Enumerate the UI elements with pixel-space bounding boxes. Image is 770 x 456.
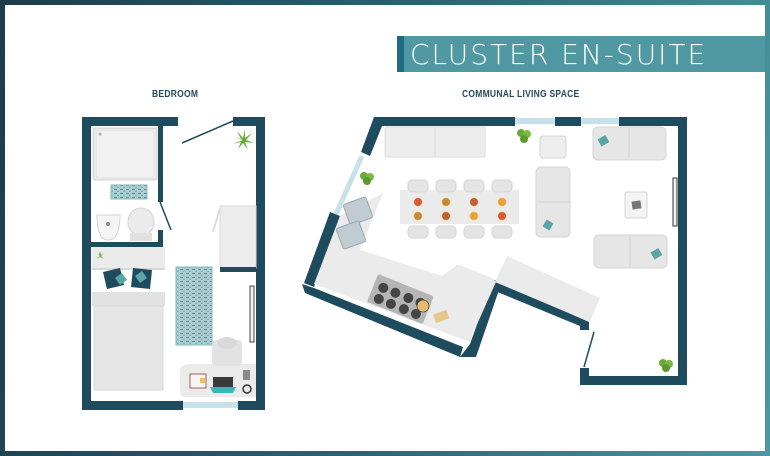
remote-icon — [631, 200, 642, 210]
plate-icon — [469, 197, 479, 207]
bedroom-wall-right — [256, 117, 265, 410]
plate-icon — [497, 197, 507, 207]
bedroom-plan — [82, 117, 265, 410]
tv — [672, 177, 678, 227]
plant-icon — [360, 172, 374, 185]
title-accent-bar — [397, 36, 404, 72]
communal-door[interactable] — [583, 331, 595, 368]
dining-chair[interactable] — [463, 225, 485, 239]
title-banner — [397, 36, 765, 72]
dining-chair[interactable] — [435, 225, 457, 239]
communal-label: COMMUNAL LIVING SPACE — [462, 89, 580, 100]
page-title: CLUSTER EN-SUITE — [410, 38, 708, 71]
bed-fold — [92, 292, 165, 306]
dining-chair[interactable] — [407, 179, 429, 193]
living-area — [360, 126, 678, 372]
dining-chair[interactable] — [463, 179, 485, 193]
bathroom-wall — [158, 126, 163, 202]
plate-icon — [497, 211, 507, 221]
bedroom-wall-bottom-right — [238, 401, 265, 410]
wardrobe-wall — [220, 267, 256, 272]
plant-icon — [96, 251, 104, 259]
bathroom-door[interactable] — [159, 201, 172, 231]
cushion — [597, 135, 610, 147]
plate-icon — [413, 211, 423, 221]
plate-icon — [469, 211, 479, 221]
communal-wall-top-right — [619, 117, 687, 126]
communal-plan — [302, 117, 687, 385]
laptop-icon[interactable] — [210, 387, 236, 393]
plate-icon — [413, 197, 423, 207]
chair-back — [217, 337, 237, 349]
laptop-screen-icon — [213, 377, 233, 387]
toilet — [127, 207, 155, 237]
notebook-icon — [189, 373, 207, 389]
sink-icon — [336, 220, 366, 250]
bedroom-wall-left — [82, 117, 91, 410]
cushion — [542, 219, 554, 231]
communal-window-left — [333, 154, 365, 216]
shower-base — [97, 131, 153, 177]
bathroom-wall-lower — [158, 230, 163, 246]
communal-wall-top-mid — [555, 117, 581, 126]
dining-chair[interactable] — [407, 225, 429, 239]
communal-wall-top-left — [361, 117, 515, 156]
dining-chair[interactable] — [435, 179, 457, 193]
dining-set — [407, 179, 513, 239]
plate-icon — [441, 197, 451, 207]
toilet-cistern — [130, 233, 152, 241]
sideboard — [495, 256, 600, 322]
worktop-fill — [320, 193, 496, 340]
sticky-note-icon — [200, 378, 205, 383]
washbasin — [96, 214, 121, 241]
bathroom-wall-bottom — [91, 242, 163, 247]
cushion — [115, 273, 127, 285]
plant-icon — [659, 359, 673, 372]
armchair[interactable] — [539, 135, 567, 159]
bedroom-label: BEDROOM — [152, 89, 199, 100]
cushion — [135, 271, 147, 283]
bedroom-wall-top — [82, 117, 178, 126]
bedroom-window — [183, 402, 238, 408]
plate-icon — [441, 211, 451, 221]
headboard-edge — [92, 268, 165, 270]
tap-icon — [106, 222, 110, 226]
lamp-icon — [242, 384, 252, 394]
plant-icon — [517, 129, 531, 143]
communal-window — [581, 118, 619, 124]
shower-drain-icon — [98, 132, 102, 136]
dining-chair[interactable] — [491, 179, 513, 193]
wardrobe — [219, 205, 257, 269]
pillow — [103, 268, 124, 289]
dining-chair[interactable] — [491, 225, 513, 239]
bedroom-wall-bottom-left — [82, 401, 183, 410]
radiator — [249, 285, 255, 343]
communal-wall-jog — [460, 283, 500, 357]
entrance-door[interactable] — [181, 120, 234, 144]
communal-wall-inner — [492, 279, 589, 330]
communal-wall-bottom-left — [302, 284, 463, 357]
wardrobe-door[interactable] — [212, 207, 221, 233]
sink-icon — [343, 196, 373, 226]
bath-mat — [110, 184, 148, 200]
cushion — [650, 248, 663, 260]
chopping-board-icon — [433, 309, 450, 324]
frying-pan-icon — [416, 299, 430, 313]
communal-window — [515, 118, 555, 124]
communal-wall-right — [678, 117, 687, 385]
phone-icon — [243, 370, 250, 380]
headboard — [92, 247, 165, 269]
communal-wall-bottom — [580, 376, 687, 385]
rug — [175, 266, 213, 346]
communal-door-jamb — [580, 368, 589, 385]
communal-wall-left — [304, 212, 340, 287]
plant-icon — [233, 129, 254, 150]
single-bed — [93, 305, 164, 391]
bedroom-wall-top-right — [233, 117, 265, 126]
